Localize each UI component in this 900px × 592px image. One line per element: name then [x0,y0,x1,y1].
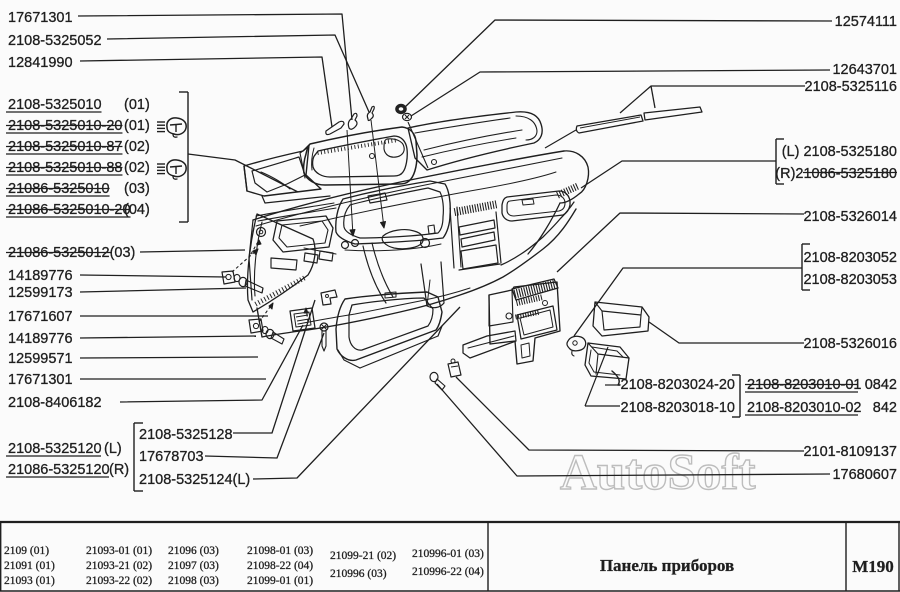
svg-text:2108-5325116: 2108-5325116 [805,79,897,95]
svg-text:2108-8203053: 2108-8203053 [803,272,897,288]
svg-text:12599571: 12599571 [8,351,73,367]
svg-text:12574111: 12574111 [835,14,897,30]
svg-text:(02): (02) [124,160,150,176]
svg-text:17678703: 17678703 [139,449,204,465]
svg-text:21098-01 (03): 21098-01 (03) [247,545,313,557]
svg-text:17671301: 17671301 [8,372,73,388]
svg-text:12841990: 12841990 [8,55,73,71]
svg-text:(04): (04) [124,202,150,218]
svg-text:2108-8203024-20: 2108-8203024-20 [621,377,736,393]
svg-text:2108-5325052: 2108-5325052 [8,33,102,49]
svg-text:21093-22 (02): 21093-22 (02) [86,575,152,587]
svg-text:842: 842 [873,400,897,416]
svg-text:21099-01 (01): 21099-01 (01) [247,575,313,587]
svg-text:21097 (03): 21097 (03) [168,560,219,572]
svg-text:2101-8109137: 2101-8109137 [803,444,897,460]
svg-text:(01): (01) [124,97,150,113]
svg-text:210996-22 (04): 210996-22 (04) [412,566,484,578]
svg-text:2108-5326016: 2108-5326016 [803,336,897,352]
svg-text:2108-8203010-02: 2108-8203010-02 [747,400,862,416]
svg-text:2109 (01): 2109 (01) [4,545,49,557]
svg-text:210996-01 (03): 210996-01 (03) [412,548,484,560]
svg-text:(01): (01) [124,118,150,134]
svg-text:21098-22 (04): 21098-22 (04) [247,560,313,572]
svg-text:2108-8203052: 2108-8203052 [803,250,897,266]
svg-text:21098 (03): 21098 (03) [168,575,219,587]
svg-text:(R): (R) [109,462,129,478]
svg-text:12599173: 12599173 [8,285,73,301]
svg-text:21099-21 (02): 21099-21 (02) [330,550,396,562]
svg-text:0842: 0842 [865,377,897,393]
svg-text:AutoSoft: AutoSoft [560,445,756,501]
svg-text:2108-5325128: 2108-5325128 [139,427,233,443]
svg-text:21086-5325120: 21086-5325120 [8,462,110,478]
svg-text:2108-5326014: 2108-5326014 [803,209,897,225]
svg-text:2108-5325010: 2108-5325010 [8,97,102,113]
svg-text:17671607: 17671607 [8,309,73,325]
svg-text:(02): (02) [124,139,150,155]
svg-text:210996 (03): 210996 (03) [330,568,387,580]
svg-text:21093-01 (01): 21093-01 (01) [86,545,152,557]
svg-text:12643701: 12643701 [832,62,897,78]
svg-text:17671301: 17671301 [8,10,73,26]
svg-text:2108-8203018-10: 2108-8203018-10 [621,400,736,416]
svg-text:(L): (L) [104,441,122,457]
svg-text:(03): (03) [124,181,150,197]
svg-text:2108-5325120: 2108-5325120 [8,441,102,457]
svg-text:21093-21 (02): 21093-21 (02) [86,560,152,572]
svg-text:14189776: 14189776 [8,331,73,347]
svg-text:Панель приборов: Панель приборов [600,556,734,575]
svg-text:21091 (01): 21091 (01) [4,560,55,572]
svg-text:2108-8406182: 2108-8406182 [8,395,102,411]
svg-text:17680607: 17680607 [832,467,897,483]
svg-text:21093 (01): 21093 (01) [4,575,55,587]
svg-text:14189776: 14189776 [8,268,73,284]
svg-text:2108-5325124(L): 2108-5325124(L) [139,472,250,488]
svg-text:21096 (03): 21096 (03) [168,545,219,557]
svg-text:(R)21086-5325180: (R)21086-5325180 [775,166,897,182]
svg-text:(L) 2108-5325180: (L) 2108-5325180 [782,144,897,160]
svg-text:M190: M190 [852,557,894,576]
